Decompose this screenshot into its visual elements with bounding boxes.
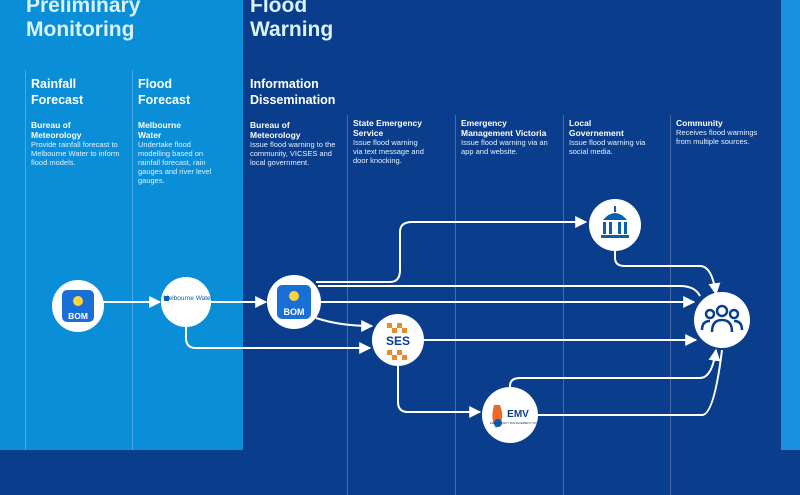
local-government-node[interactable] <box>589 199 641 251</box>
connector <box>538 349 723 416</box>
stage-desc: Undertake flood modelling based on rainf… <box>138 140 212 185</box>
edge-strip <box>781 0 800 450</box>
stage-desc: Provide rainfall forecast to Melbourne W… <box>31 140 120 167</box>
stage-desc: Receives flood warnings from multiple so… <box>676 128 758 146</box>
ses-label: SES <box>386 334 410 348</box>
sun-icon <box>289 291 299 301</box>
connector <box>318 285 701 297</box>
community-node[interactable] <box>694 292 750 348</box>
stage-desc: Issue flood warning via social media. <box>569 138 646 156</box>
stage-community: Community Receives flood warnings from m… <box>676 118 776 146</box>
ses-node[interactable]: SES <box>372 314 424 366</box>
divider <box>132 70 133 450</box>
flow-diagram: BOM Melbourne Water BOM SES EMV EMERGENC… <box>52 199 750 443</box>
stage-emv: Emergency Management Victoria Issue floo… <box>461 118 561 156</box>
divider <box>563 115 564 495</box>
phase-warning-title: Flood Warning <box>250 0 334 41</box>
stage-title: Flood Forecast <box>138 77 191 107</box>
stage-agency: Emergency Management Victoria <box>461 118 547 138</box>
stage-information-dissemination: Information Dissemination Bureau of Mete… <box>250 76 342 167</box>
melbourne-water-label: Melbourne Water <box>163 295 213 302</box>
stage-flood-forecast: Flood Forecast Melbourne Water Undertake… <box>138 76 230 185</box>
stage-agency: Bureau of Meteorology <box>31 120 82 140</box>
stage-agency: Local Governement <box>569 118 624 138</box>
bom-label: BOM <box>284 307 305 317</box>
government-building-icon <box>601 206 629 238</box>
divider <box>25 70 26 450</box>
connector <box>509 348 721 388</box>
bom-label: BOM <box>68 311 88 321</box>
stage-title: Rainfall Forecast <box>31 77 84 107</box>
checker-icon <box>387 323 407 360</box>
drop-icon <box>494 419 502 427</box>
divider <box>347 115 348 495</box>
connector <box>315 317 374 332</box>
stage-ses: State Emergency Service Issue flood warn… <box>353 118 443 165</box>
monitoring-panel <box>0 0 243 450</box>
stage-agency: Melbourne Water <box>138 120 181 140</box>
stage-agency: Community <box>676 118 723 128</box>
emv-node[interactable]: EMV EMERGENCY MANAGEMENT VICTORIA <box>482 387 546 443</box>
stage-local-government: Local Governement Issue flood warning vi… <box>569 118 664 156</box>
bom-node-warning[interactable]: BOM <box>267 275 321 329</box>
stage-desc: Issue flood warning to the community, VI… <box>250 140 336 167</box>
melbourne-water-logo-icon <box>164 296 169 301</box>
divider <box>455 115 456 495</box>
emv-sublabel: EMERGENCY MANAGEMENT VICTORIA <box>490 421 547 425</box>
people-group-icon <box>700 304 744 333</box>
stage-title: Information Dissemination <box>250 77 336 107</box>
stage-agency: State Emergency Service <box>353 118 422 138</box>
stage-desc: Issue flood warning via text message and… <box>353 138 424 165</box>
connector <box>185 326 372 354</box>
stage-agency: Bureau of Meteorology <box>250 120 301 140</box>
stage-rainfall-forecast: Rainfall Forecast Bureau of Meteorology … <box>31 76 126 167</box>
connector <box>614 251 721 296</box>
melbourne-water-node[interactable]: Melbourne Water <box>161 277 214 327</box>
divider <box>670 115 671 495</box>
warning-panel <box>243 0 781 450</box>
sun-icon <box>73 296 83 306</box>
connector <box>397 366 482 418</box>
phase-monitoring-title: Preliminary Monitoring <box>26 0 141 41</box>
emv-label: EMV <box>507 409 529 420</box>
stage-desc: Issue flood warning via an app and websi… <box>461 138 548 156</box>
connector <box>316 216 588 283</box>
bom-node-monitoring[interactable]: BOM <box>52 280 104 332</box>
